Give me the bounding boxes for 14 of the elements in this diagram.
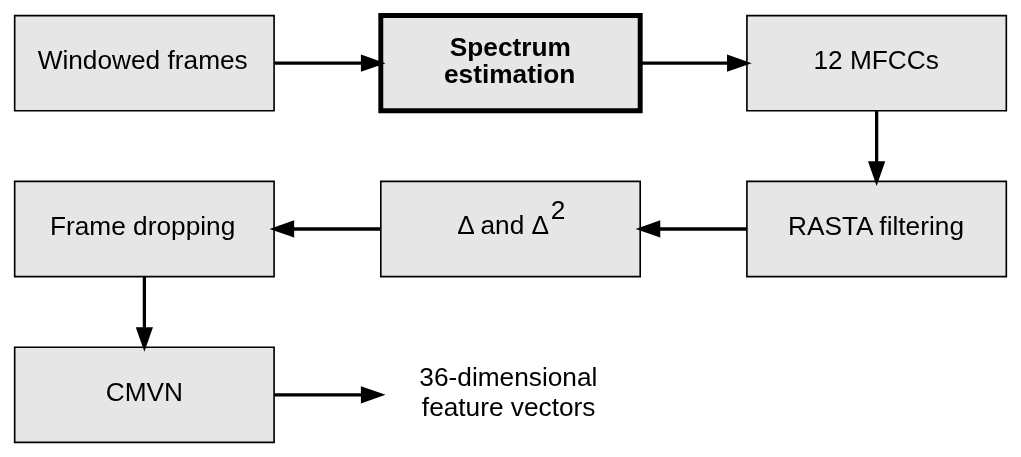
arrow [274, 54, 386, 72]
arrow [135, 276, 153, 352]
arrow [635, 219, 747, 238]
node-box: CMVN [13, 345, 275, 443]
node-text: 36-dimensional feature vectors [419, 361, 598, 422]
arrow [868, 110, 886, 186]
arrow [269, 219, 381, 238]
arrow [640, 54, 752, 72]
node-box: Frame dropping [13, 180, 275, 277]
node-box: Spectrum estimation [378, 12, 643, 113]
node-box: RASTA filtering [746, 180, 1008, 277]
node-box: 12 MFCCs [746, 14, 1008, 112]
node-box: Windowed frames [13, 14, 275, 112]
arrow [274, 385, 386, 403]
